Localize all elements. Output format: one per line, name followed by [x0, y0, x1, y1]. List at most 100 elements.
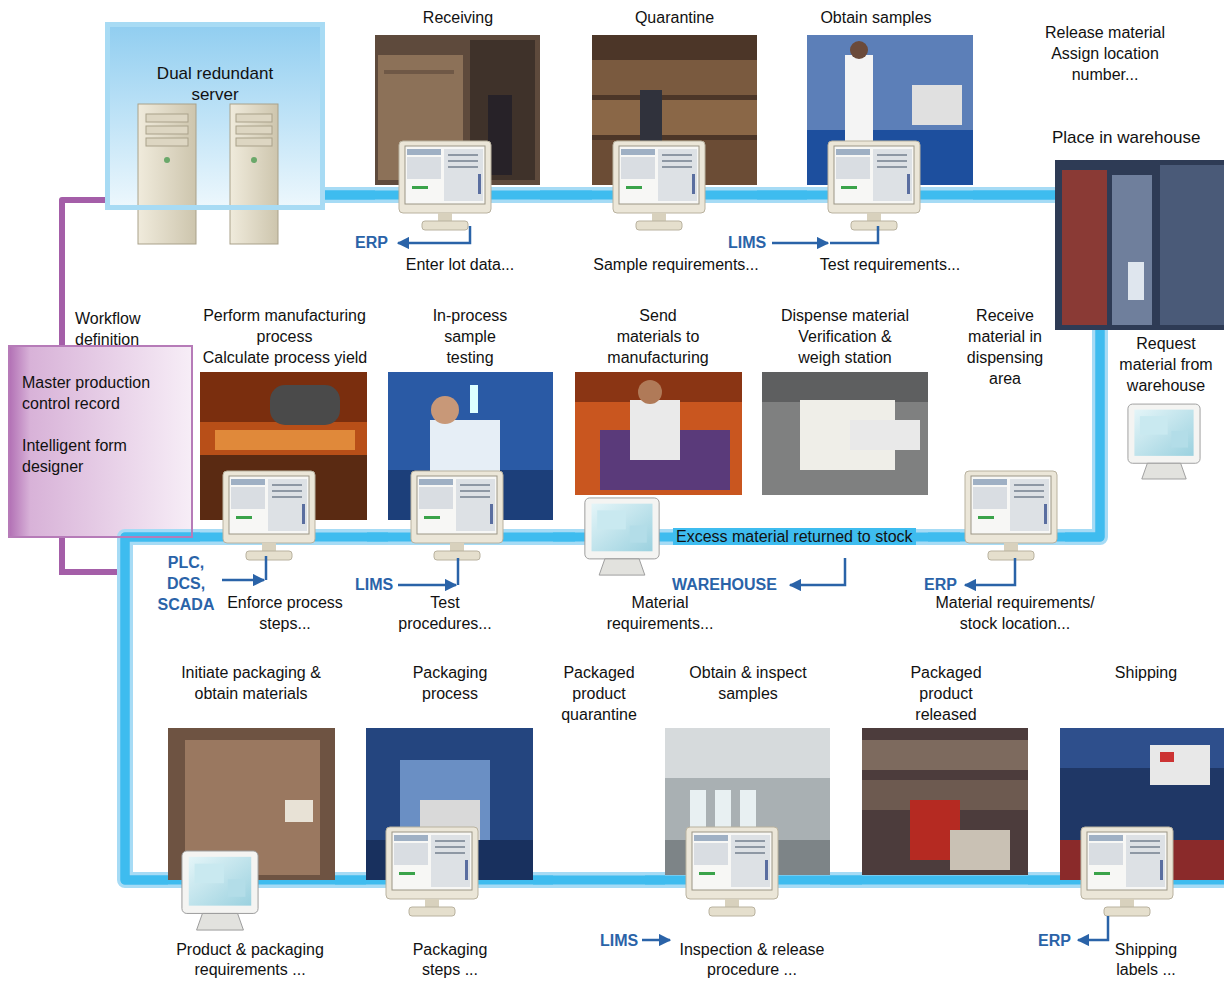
photo [1112, 175, 1152, 325]
step-heading: Packaged product quarantine [553, 662, 645, 725]
workflow-connector [540, 191, 592, 200]
system-name: ERP [924, 574, 957, 595]
monitor-icon [585, 498, 659, 575]
control-record-box: Master production control recordIntellig… [8, 345, 193, 538]
workflow-step: Obtain & inspect samplesInspection & rel… [665, 728, 830, 935]
step-heading: Packaging process [395, 662, 505, 704]
photo [762, 372, 928, 495]
system-arrow [222, 579, 264, 582]
photo [431, 396, 459, 424]
workflow-step: Release material Assign location number.… [1055, 160, 1224, 330]
step-heading: Perform manufacturing process [197, 305, 372, 347]
photo [1128, 262, 1144, 300]
workflow-connector [1028, 876, 1060, 885]
step-caption: Place in warehouse [1052, 127, 1220, 148]
step-heading: Dispense material Verification & weigh s… [777, 305, 913, 368]
workflow-line [62, 195, 1224, 880]
step-heading: Initiate packaging & obtain materials [161, 662, 341, 704]
step-caption: Inspection & release procedure ... [673, 940, 831, 980]
workflow-step: ShippingShipping labels ... [1060, 728, 1224, 935]
step-caption: Product & packaging requirements ... [150, 940, 350, 980]
step-heading: Master production control record [22, 372, 190, 414]
photo [850, 41, 868, 59]
monitor-icon [613, 141, 705, 230]
control-record-fill [8, 345, 193, 538]
system-name: ERP [355, 232, 388, 253]
step-heading: Obtain & inspect samples [678, 662, 818, 704]
system-name: WAREHOUSE [672, 574, 777, 595]
photo [488, 95, 512, 175]
server-tower [236, 126, 272, 134]
photo [592, 60, 757, 95]
step-heading: Receiving [378, 7, 538, 28]
workflow-connector [553, 533, 575, 542]
photo [1055, 160, 1224, 330]
system-arrow [790, 558, 845, 585]
monitor-icon [1081, 827, 1173, 916]
photo [285, 800, 313, 822]
photo [862, 728, 1028, 875]
workflow-step: Packaged product quarantine [553, 662, 645, 895]
flow-note: Excess material returned to stock [673, 528, 916, 545]
step-heading: Release material Assign location number.… [1035, 22, 1175, 85]
photo [1062, 170, 1107, 325]
server-tower [138, 104, 278, 244]
step-caption: Enforce process steps... [225, 592, 345, 634]
workflow-step: Packaged product released [862, 728, 1028, 895]
photo [1160, 752, 1174, 762]
annotation: Workflow definition [75, 308, 157, 350]
photo [1150, 745, 1210, 785]
step-heading: Obtain samples [796, 7, 956, 28]
workflow-connector [645, 876, 665, 885]
workflow-step: ReceivingEnter lot data... [375, 35, 540, 235]
photo [762, 372, 928, 495]
server-tower [251, 157, 257, 163]
workflow-step: Dispense material Verification & weigh s… [762, 372, 928, 550]
photo [384, 70, 454, 74]
workflow-step: Initiate packaging & obtain materialsPro… [168, 728, 335, 935]
control-record-fill [8, 345, 193, 538]
step-heading: Dual redundant server [145, 63, 285, 105]
photo [850, 420, 920, 450]
system-arrow [222, 226, 1108, 940]
step-caption: Material requirements/ stock location... [915, 592, 1115, 634]
photo [575, 372, 742, 495]
workflow-line [62, 538, 125, 572]
step-heading: Send materials to manufacturing [606, 305, 710, 368]
photo [862, 740, 1028, 770]
workflow-step: Receive material in dispensing areaMater… [960, 440, 1065, 565]
photo [630, 400, 680, 460]
photo [665, 728, 830, 778]
server-box: Dual redundant server [105, 22, 325, 210]
workflow-connector [757, 191, 807, 200]
workflow-connector [973, 191, 1055, 200]
system-arrow [265, 556, 268, 580]
monitor-icon [828, 141, 920, 230]
step-caption: Enter lot data... [385, 254, 535, 275]
system-arrow [772, 242, 828, 245]
photo [1055, 160, 1224, 330]
photo [215, 430, 355, 450]
monitor-icon [686, 827, 778, 916]
system-name: ERP [1038, 930, 1071, 951]
workflow-step: Obtain samplesTest requirements... [807, 35, 973, 235]
step-caption: Sample requirements... [576, 254, 776, 275]
server-tower [236, 138, 272, 146]
system-name: LIMS [355, 574, 393, 595]
system-name: LIMS [600, 930, 638, 951]
server-tower [146, 138, 188, 146]
workflow-connector [533, 876, 553, 885]
workflow-step: Packaging processPackaging steps ... [366, 728, 533, 935]
step-heading: In-process sample testing [420, 305, 520, 368]
step-caption: Shipping labels ... [1101, 940, 1191, 980]
photo [270, 385, 340, 425]
workflow-step: In-process sample testingTest procedures… [388, 372, 553, 575]
server-tower [138, 104, 196, 244]
workflow-connector [830, 876, 862, 885]
monitor-icon [965, 471, 1057, 560]
system-arrow [1078, 916, 1108, 940]
step-heading: Receive material in dispensing area [955, 305, 1055, 389]
